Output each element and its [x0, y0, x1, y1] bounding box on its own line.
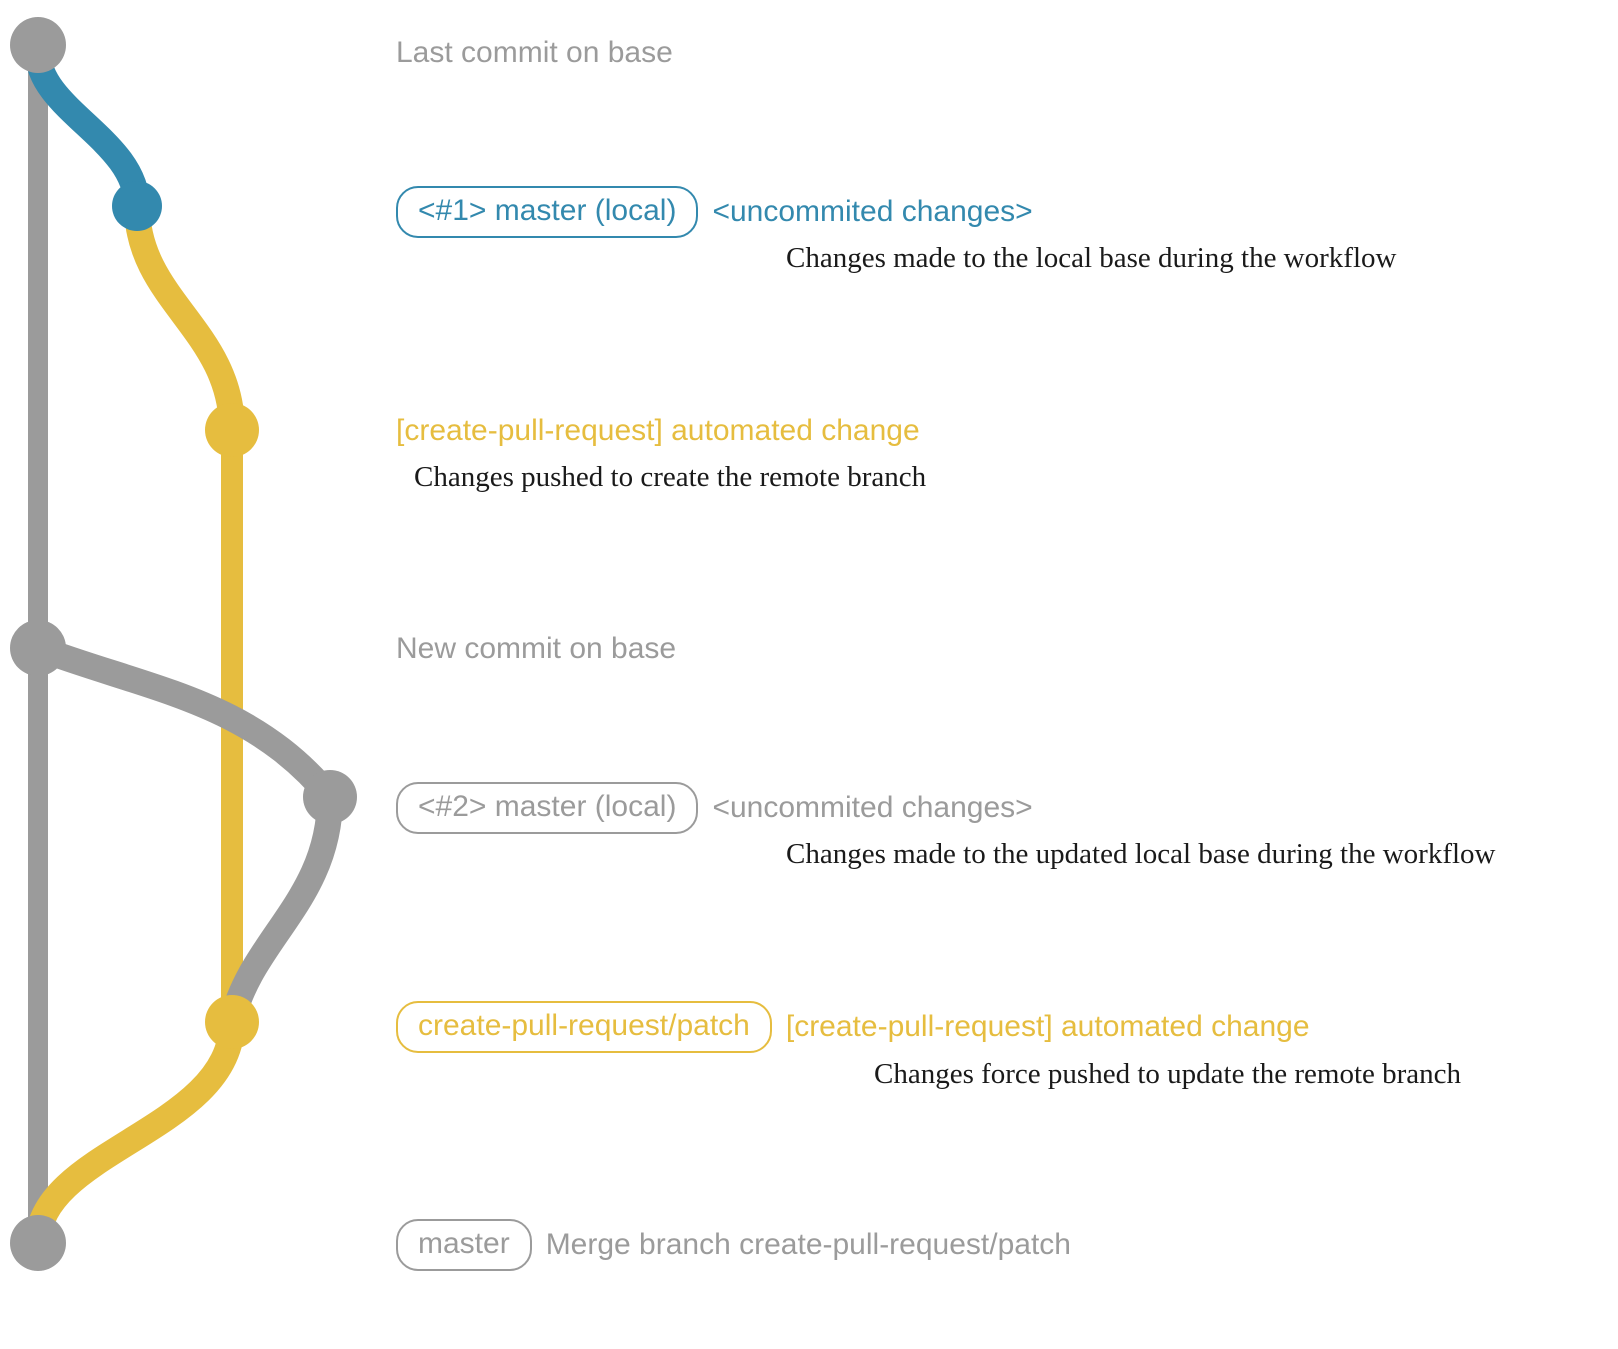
- node-base-last: [10, 17, 66, 73]
- headline-last-commit-on-base: Last commit on base: [396, 36, 673, 70]
- commit-message-patch-create: [create-pull-request] automated change: [396, 414, 920, 447]
- edge-local1-to-patch: [124, 193, 245, 443]
- node-local-2: [303, 770, 357, 824]
- node-patch-force: [205, 995, 259, 1049]
- commit-message-local-2: <uncommited changes>: [712, 791, 1033, 824]
- sub-note-local-2: Changes made to the updated local base d…: [786, 838, 1496, 870]
- row-local-2: <#2> master (local) <uncommited changes>: [396, 782, 1033, 834]
- headline-local-1: <#1> master (local) <uncommited changes>: [396, 186, 1033, 238]
- branch-pill-patch-force[interactable]: create-pull-request/patch: [396, 1001, 772, 1053]
- edge-patchforce-to-merge: [25, 1009, 245, 1256]
- node-local-1: [112, 181, 162, 231]
- branch-pill-local-1[interactable]: <#1> master (local): [396, 186, 699, 238]
- row-patch-create: [create-pull-request] automated change: [396, 414, 920, 448]
- sub-note-local-1: Changes made to the local base during th…: [786, 242, 1397, 274]
- sub-note-patch-force: Changes force pushed to update the remot…: [874, 1058, 1462, 1090]
- node-base-new: [10, 620, 66, 676]
- branch-pill-master[interactable]: master: [396, 1219, 532, 1271]
- headline-new-commit-on-base: New commit on base: [396, 632, 676, 666]
- commit-message-last-commit-on-base: Last commit on base: [396, 36, 673, 69]
- row-merge: master Merge branch create-pull-request/…: [396, 1219, 1071, 1271]
- commit-message-patch-force: [create-pull-request] automated change: [785, 1010, 1310, 1043]
- edge-local2-to-patchforce: [219, 784, 343, 1035]
- row-new-commit-on-base: New commit on base: [396, 632, 676, 666]
- branch-pill-local-2[interactable]: <#2> master (local): [396, 782, 699, 834]
- headline-merge: master Merge branch create-pull-request/…: [396, 1219, 1071, 1271]
- row-last-commit-on-base: Last commit on base: [396, 36, 673, 70]
- headline-local-2: <#2> master (local) <uncommited changes>: [396, 782, 1033, 834]
- headline-patch-force: create-pull-request/patch [create-pull-r…: [396, 1001, 1310, 1053]
- git-graph: [0, 0, 400, 1344]
- node-patch-create: [205, 403, 259, 457]
- sub-note-patch-create: Changes pushed to create the remote bran…: [414, 461, 927, 493]
- row-patch-force: create-pull-request/patch [create-pull-r…: [396, 1001, 1310, 1053]
- git-graph-svg: [10, 17, 357, 1271]
- commit-message-local-1: <uncommited changes>: [712, 195, 1033, 228]
- row-local-1: <#1> master (local) <uncommited changes>: [396, 186, 1033, 238]
- commit-message-merge: Merge branch create-pull-request/patch: [545, 1228, 1071, 1261]
- headline-patch-create: [create-pull-request] automated change: [396, 414, 920, 448]
- node-merge: [10, 1215, 66, 1271]
- edge-basenew-to-local2: [25, 635, 343, 810]
- commit-message-new-commit-on-base: New commit on base: [396, 632, 677, 665]
